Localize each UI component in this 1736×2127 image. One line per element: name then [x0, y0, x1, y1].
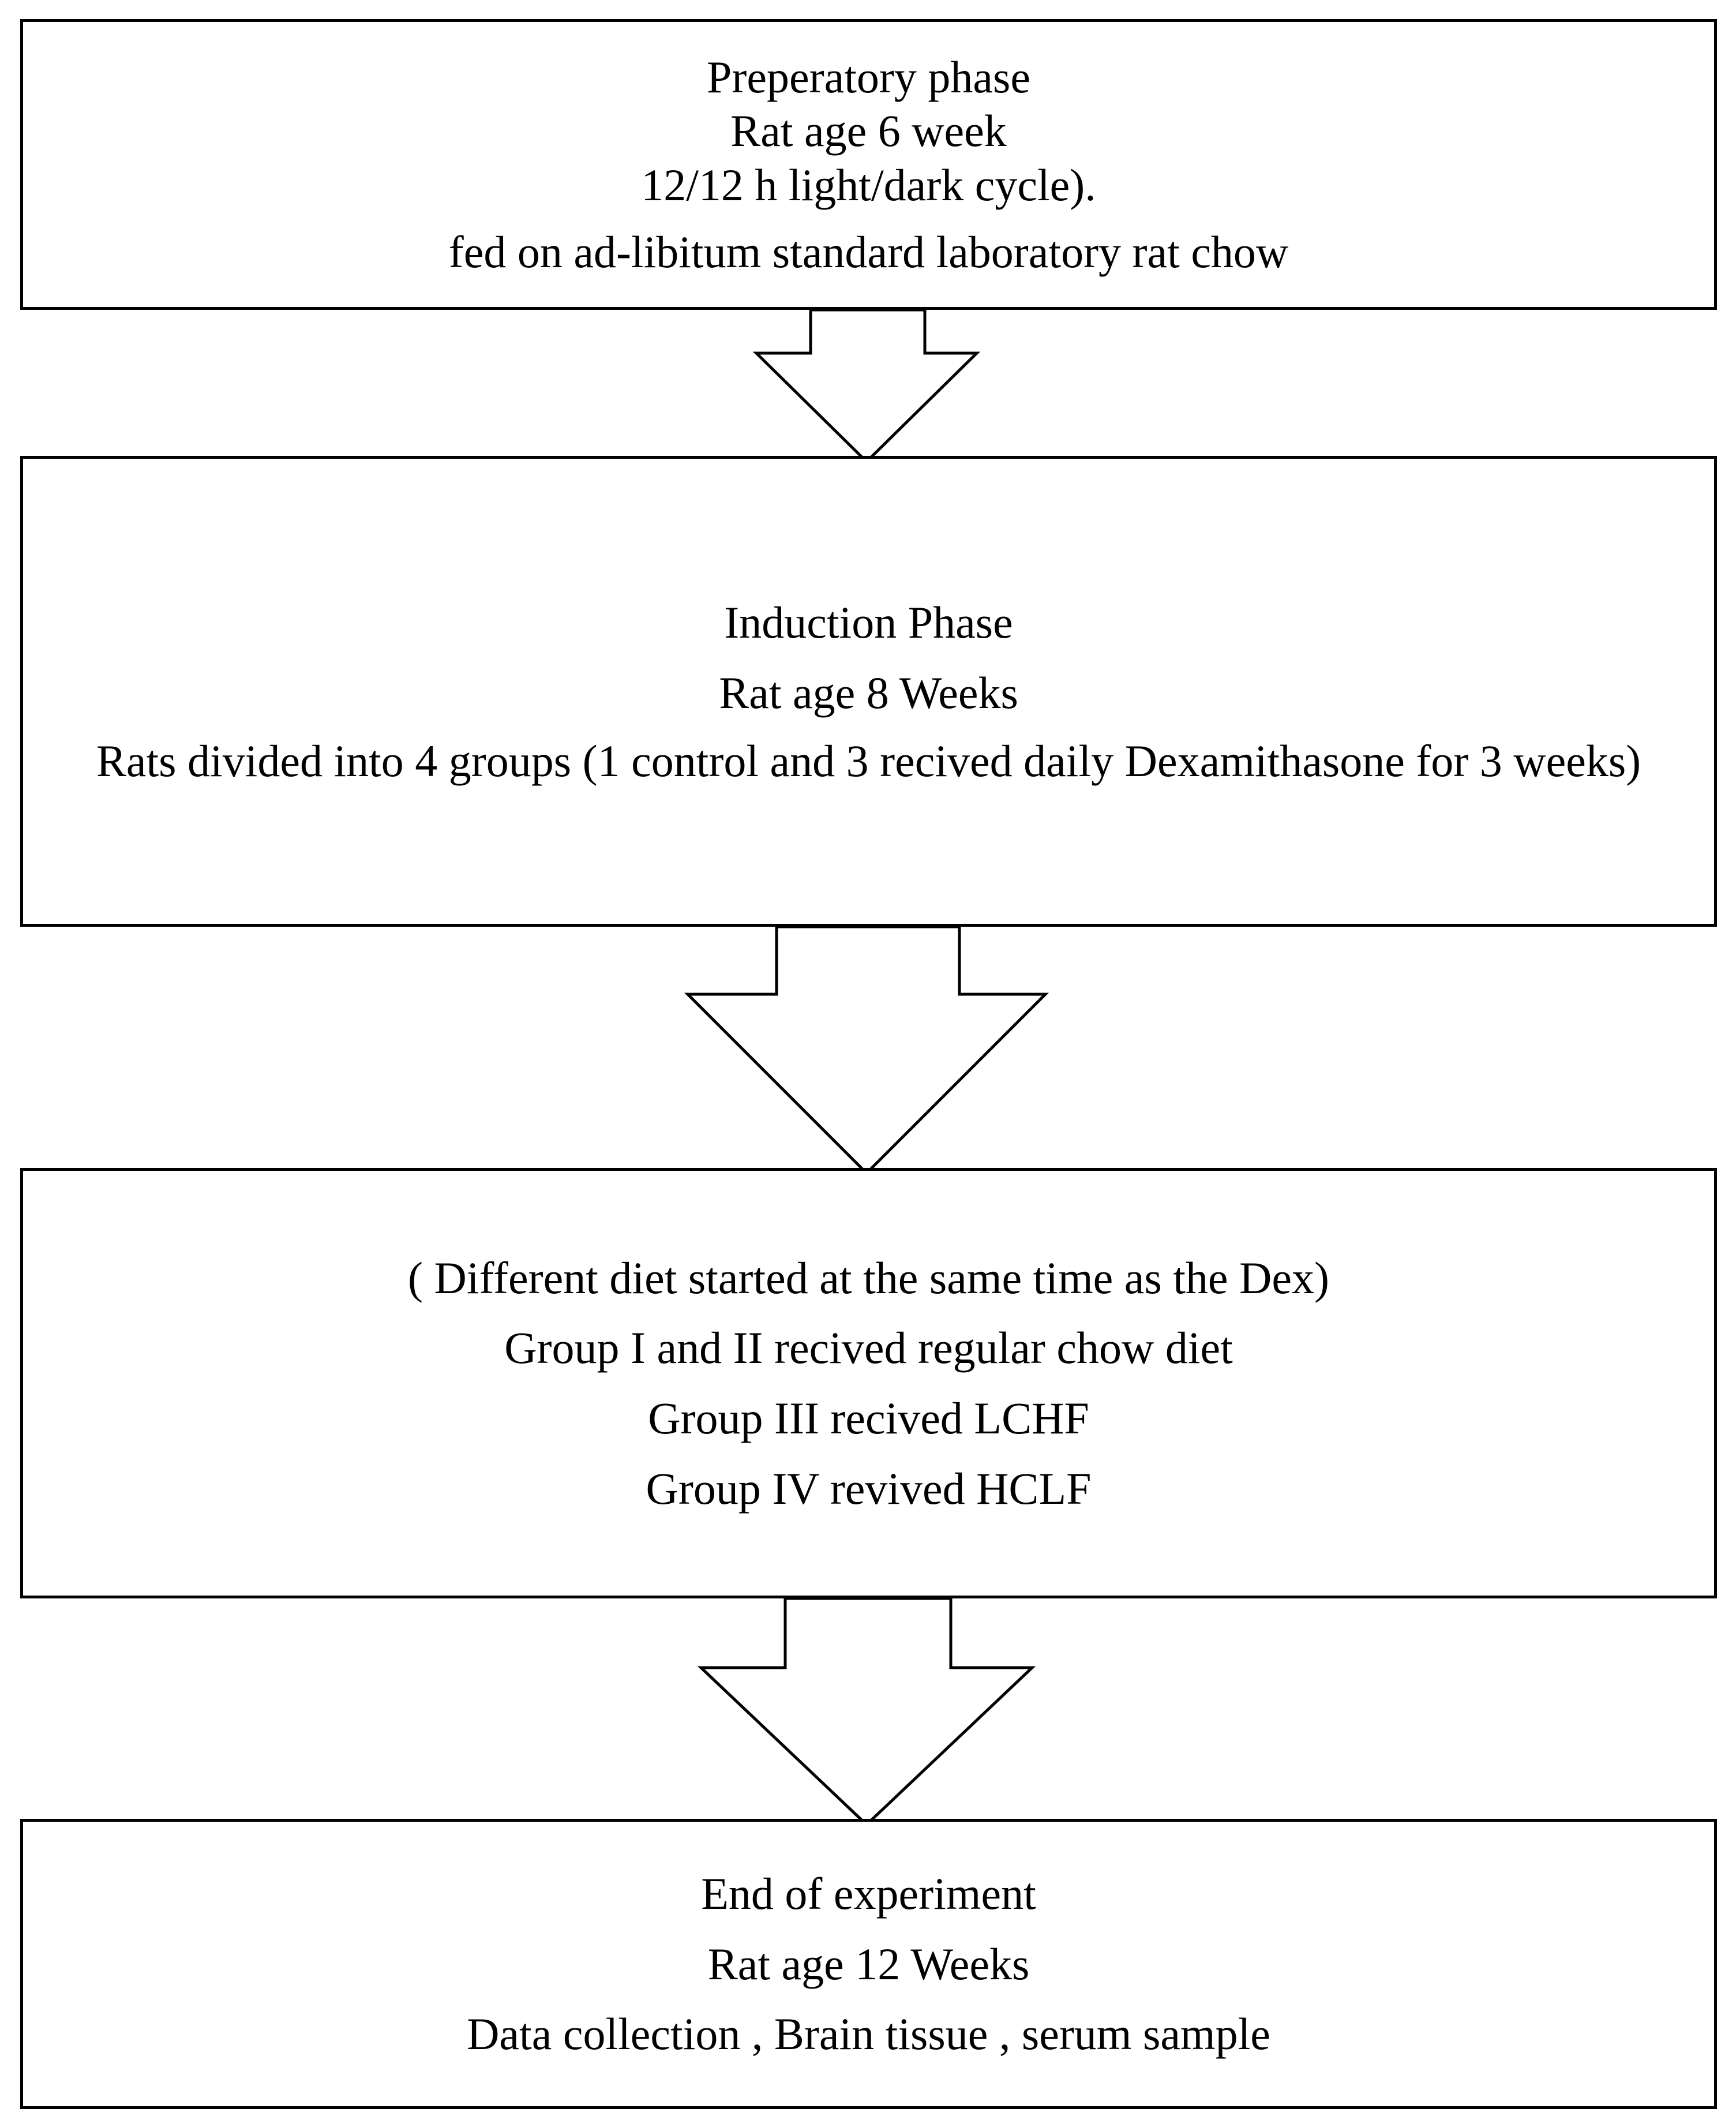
- step-box-end-of-experiment: End of experiment Rat age 12 Weeks Data …: [20, 1819, 1717, 2109]
- step-1-line-1: Preperatory phase: [707, 51, 1030, 102]
- step-box-preparatory-phase: Preperatory phase Rat age 6 week 12/12 h…: [20, 19, 1717, 310]
- step-2-line-1: Induction Phase: [724, 597, 1013, 647]
- step-3-line-1: ( Different diet started at the same tim…: [408, 1252, 1329, 1303]
- arrow-step2-to-step3: [684, 925, 1049, 1175]
- step-1-line-3: 12/12 h light/dark cycle).: [641, 160, 1096, 210]
- step-1-line-4: fed on ad-libitum standard laboratory ra…: [448, 226, 1289, 277]
- step-3-line-3: Group III recived LCHF: [648, 1393, 1089, 1443]
- step-box-diet-groups: ( Different diet started at the same tim…: [20, 1168, 1717, 1598]
- step-4-line-1: End of experiment: [701, 1868, 1036, 1919]
- step-box-induction-phase: Induction Phase Rat age 8 Weeks Rats div…: [20, 456, 1717, 927]
- step-4-line-3: Data collection , Brain tissue , serum s…: [467, 2009, 1270, 2059]
- arrow-step3-to-step4: [697, 1597, 1036, 1827]
- step-2-line-3: Rats divided into 4 groups (1 control an…: [96, 736, 1641, 787]
- arrow-step1-to-step2: [752, 308, 981, 464]
- step-4-line-2: Rat age 12 Weeks: [707, 1938, 1030, 1989]
- step-3-line-2: Group I and II recived regular chow diet: [504, 1323, 1233, 1373]
- step-1-line-2: Rat age 6 week: [730, 106, 1007, 156]
- step-2-line-2: Rat age 8 Weeks: [719, 667, 1018, 718]
- step-3-line-4: Group IV revived HCLF: [646, 1463, 1092, 1514]
